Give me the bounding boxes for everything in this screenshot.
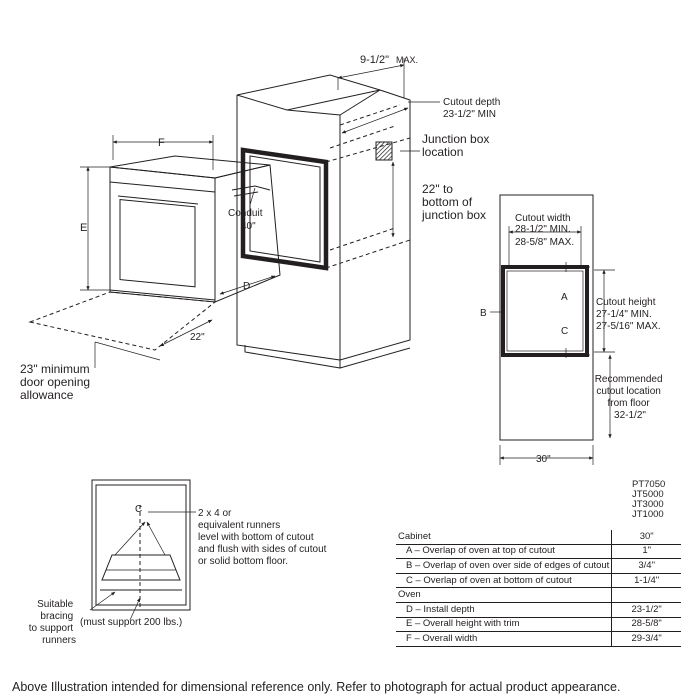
model-list: PT7050 JT5000 JT3000 JT1000 — [632, 480, 682, 520]
front-label-width: 30" — [536, 454, 551, 465]
row-label: D – Install depth — [396, 602, 612, 618]
row-value — [611, 587, 681, 603]
model-number: PT7050 — [632, 479, 666, 490]
cutout-depth-label: Cutout depth 23-1/2" MIN — [443, 97, 503, 120]
cabinet-illustration — [236, 74, 411, 369]
door-allowance-label: 23" minimum door opening allowance — [20, 362, 93, 402]
table-row: Cabinet 30" — [396, 530, 681, 545]
table-row: F – Overall width 29-3/4" — [396, 631, 681, 647]
table-row: A – Overlap of oven at top of cutout 1" — [396, 544, 681, 560]
dim-label-e: E — [80, 222, 87, 234]
door-opening-area — [28, 291, 217, 351]
cutout-height-label: Cutout height 27-1/4" MIN. 27-5/16" MAX. — [596, 297, 661, 332]
row-label: E – Overall height with trim — [396, 617, 612, 633]
row-value: 1-1/4" — [611, 573, 681, 589]
row-value: 29-3/4" — [611, 631, 681, 647]
row-label: C – Overlap of oven at bottom of cutout — [396, 573, 612, 589]
table-row: B – Overlap of oven over side of edges o… — [396, 558, 681, 574]
junction-height-label: 22" to bottom of junction box — [421, 182, 486, 222]
row-value: 28-5/8" — [611, 617, 681, 633]
runners-label: 2 x 4 or equivalent runners level with b… — [198, 508, 329, 567]
junction-box-icon — [375, 141, 393, 161]
table-row: D – Install depth 23-1/2" — [396, 602, 681, 618]
dim-label-22: 22" — [190, 332, 205, 343]
front-label-b: B — [480, 308, 487, 319]
row-label: B – Overlap of oven over side of edges o… — [396, 558, 612, 574]
cutout-width-label: Cutout width 28-1/2" MIN. 28-5/8" MAX. — [515, 213, 574, 248]
row-label: Oven — [396, 587, 612, 603]
dim-label-f: F — [158, 137, 165, 149]
row-label: F – Overall width — [396, 631, 612, 647]
model-number: JT3000 — [632, 499, 664, 510]
model-number: JT1000 — [632, 509, 664, 520]
model-number: JT5000 — [632, 489, 664, 500]
conduit-length: 40" — [241, 221, 256, 232]
conduit-label: Conduit — [228, 208, 263, 219]
table-row: E – Overall height with trim 28-5/8" — [396, 617, 681, 633]
top-dimension-label: 9-1/2" MAX. — [360, 54, 418, 66]
bracing-label: Suitable bracing to support runners — [29, 599, 76, 646]
row-value: 30" — [611, 530, 681, 545]
centerline-mark: C — [135, 504, 142, 515]
row-value: 3/4" — [611, 558, 681, 574]
front-elevation — [490, 194, 615, 465]
row-label: Cabinet — [396, 530, 612, 545]
junction-box-label: Junction box location — [422, 132, 493, 159]
dim-label-d: D — [243, 281, 250, 292]
front-label-c: C — [561, 326, 568, 337]
disclaimer-footer: Above Illustration intended for dimensio… — [12, 680, 621, 694]
row-value: 1" — [611, 544, 681, 560]
row-label: A – Overlap of oven at top of cutout — [396, 544, 612, 560]
row-value: 23-1/2" — [611, 602, 681, 618]
bracing-note: (must support 200 lbs.) — [80, 617, 182, 628]
spec-table: Cabinet 30" A – Overlap of oven at top o… — [396, 530, 681, 647]
table-row: Oven — [396, 587, 681, 603]
front-label-a: A — [561, 292, 568, 303]
runner-detail-illustration — [89, 479, 196, 621]
table-row: C – Overlap of oven at bottom of cutout … — [396, 573, 681, 589]
cutout-location-label: Recommended cutout location from floor 3… — [595, 374, 666, 421]
